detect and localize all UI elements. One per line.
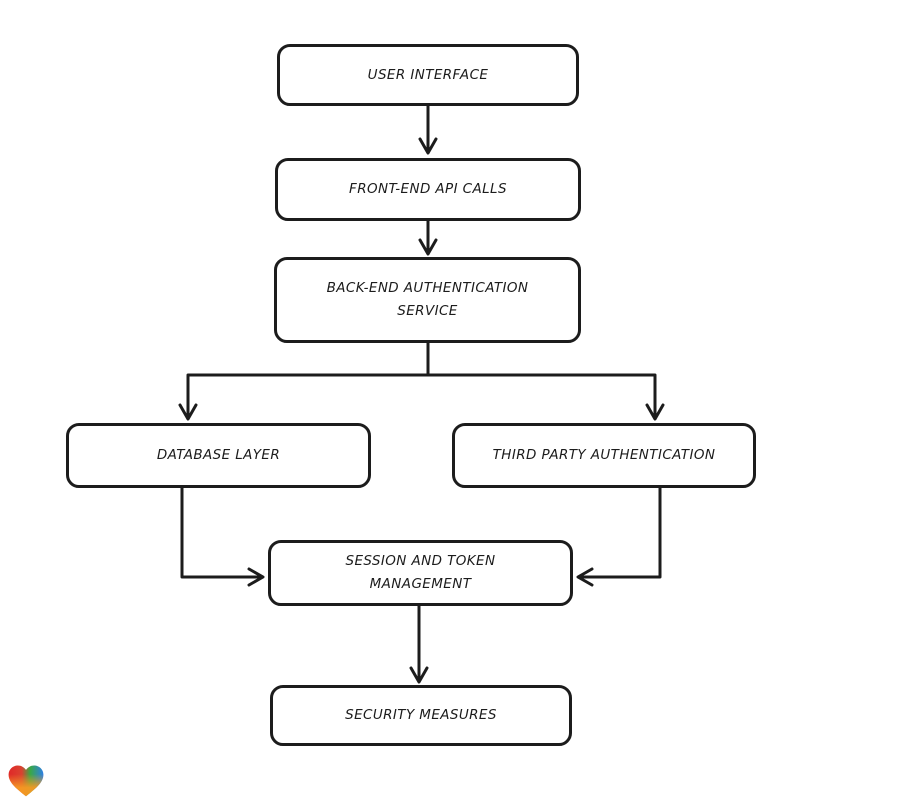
node-database-layer: DATABASE LAYER xyxy=(66,423,371,488)
node-front-end-api-calls-label: FRONT-END API CALLS xyxy=(349,181,507,198)
node-session-and-token-management-label: SESSION AND TOKEN MANAGEMENT xyxy=(345,553,496,592)
node-security-measures: SECURITY MEASURES xyxy=(270,685,572,746)
connector-session-to-security xyxy=(409,604,429,684)
node-user-interface: USER INTERFACE xyxy=(277,44,579,106)
connector-database-to-session xyxy=(180,486,265,587)
node-security-measures-label: SECURITY MEASURES xyxy=(345,707,497,724)
connector-frontend-to-backend xyxy=(418,219,438,256)
node-back-end-authentication-service: BACK-END AUTHENTICATION SERVICE xyxy=(274,257,581,343)
node-user-interface-label: USER INTERFACE xyxy=(367,66,489,83)
connector-ui-to-frontend xyxy=(418,104,438,155)
node-front-end-api-calls: FRONT-END API CALLS xyxy=(275,158,581,221)
heart-logo xyxy=(7,763,45,799)
connector-thirdparty-to-session xyxy=(576,486,662,587)
heart-icon xyxy=(8,765,44,797)
node-session-and-token-management: SESSION AND TOKEN MANAGEMENT xyxy=(268,540,573,606)
node-third-party-authentication-label: THIRD PARTY AUTHENTICATION xyxy=(492,447,716,464)
connector-backend-split xyxy=(178,341,665,421)
node-back-end-authentication-service-label: BACK-END AUTHENTICATION SERVICE xyxy=(326,280,529,319)
node-third-party-authentication: THIRD PARTY AUTHENTICATION xyxy=(452,423,756,488)
node-database-layer-label: DATABASE LAYER xyxy=(156,447,281,464)
